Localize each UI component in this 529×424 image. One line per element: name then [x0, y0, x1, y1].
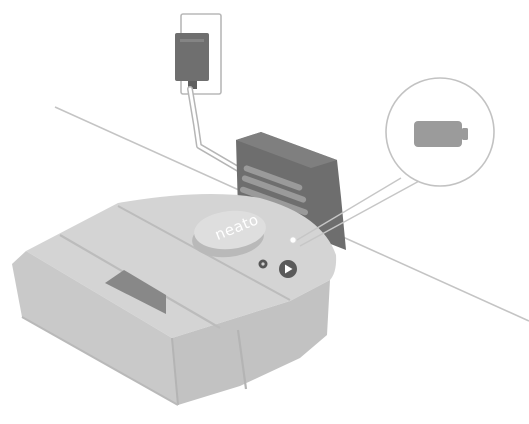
- base-slot: [239, 186, 309, 216]
- base-slot: [243, 165, 303, 191]
- power-adapter: [175, 33, 209, 89]
- home-button: [258, 259, 268, 269]
- charge-indicator-light: [289, 236, 297, 244]
- callout-pointer: [289, 177, 422, 247]
- play-icon: [285, 264, 293, 274]
- bumper-handle: [105, 270, 166, 314]
- power-cord: [187, 86, 243, 173]
- start-button: [279, 260, 297, 278]
- battery-callout: [385, 77, 495, 187]
- robot-vacuum: neato: [12, 194, 337, 406]
- charging-base: [236, 132, 346, 250]
- home-icon: [261, 262, 265, 266]
- robot-lid: neato: [192, 210, 266, 258]
- battery-icon: [414, 121, 468, 147]
- base-slot: [241, 175, 307, 203]
